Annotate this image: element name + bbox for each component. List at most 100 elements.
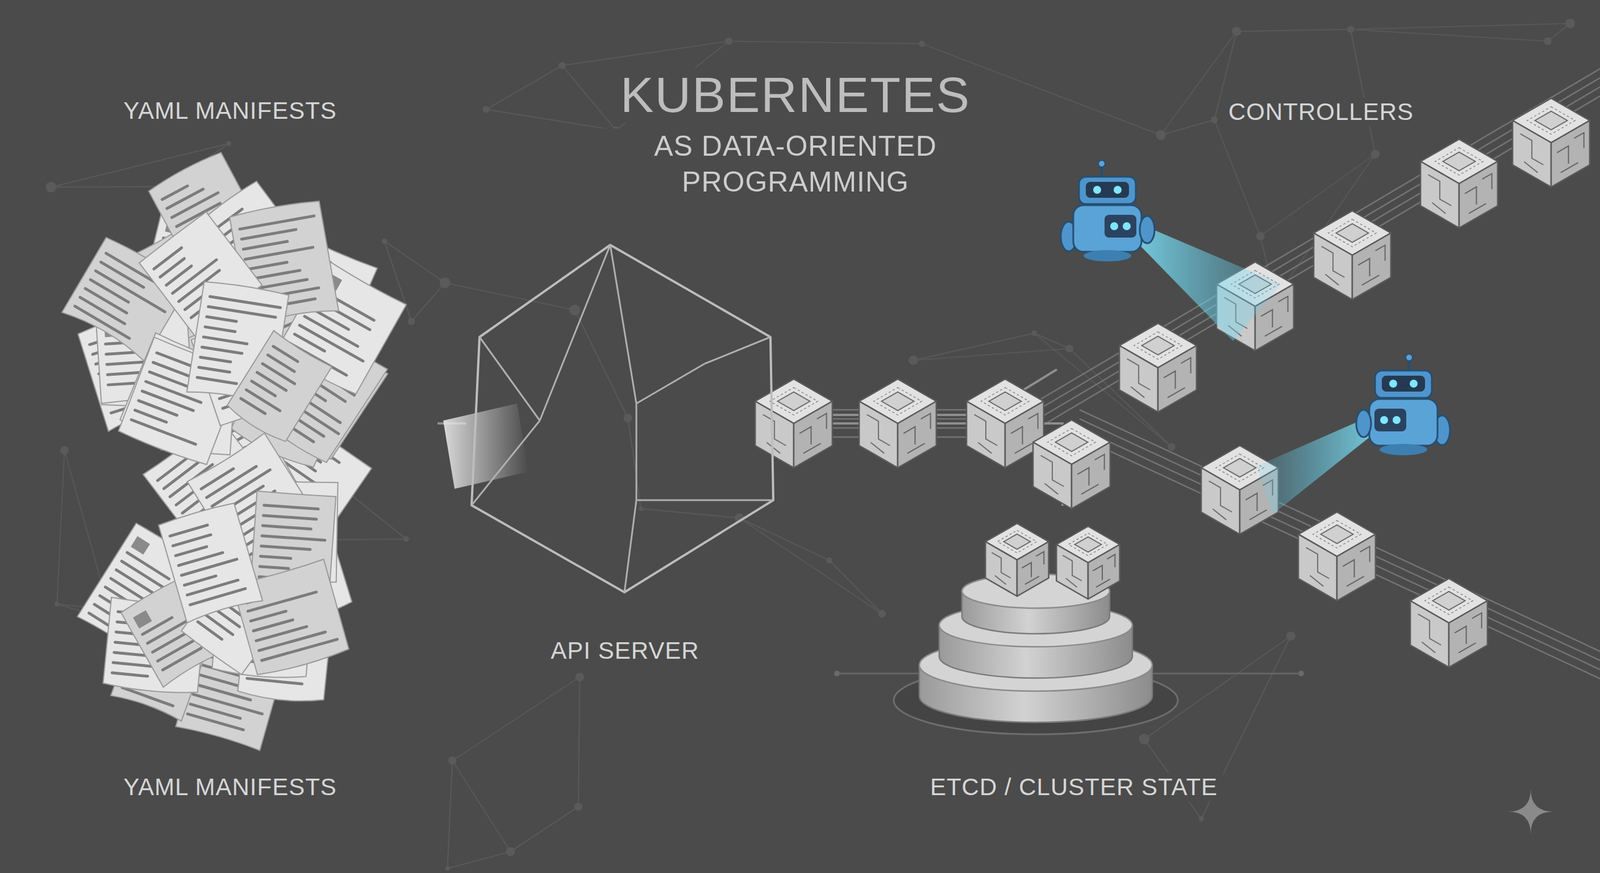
- robot-lens: [1380, 415, 1389, 424]
- sheet-line: [203, 336, 248, 344]
- robot-body: [1369, 398, 1438, 446]
- mesh-dot: [226, 140, 232, 147]
- cube-circuit: [1523, 161, 1538, 173]
- mesh-line: [1034, 332, 1070, 349]
- data-cube: [1512, 98, 1590, 187]
- mesh-line: [1034, 332, 1070, 349]
- cube-circuit: [803, 443, 822, 454]
- mesh-line: [384, 240, 445, 283]
- cube-circuit: [974, 414, 998, 446]
- mesh-line: [1236, 29, 1351, 32]
- mesh-dot: [1139, 733, 1150, 745]
- polyhedron-edge: [610, 244, 637, 404]
- etcd-stack: [919, 523, 1153, 723]
- mesh-dot: [439, 277, 451, 289]
- mesh-dot: [407, 317, 416, 325]
- cube-chip: [881, 392, 914, 411]
- cube-circuit: [1260, 309, 1273, 328]
- cube-circuit: [1181, 357, 1191, 373]
- cube-circuit: [1040, 455, 1065, 487]
- robot-arm: [1356, 409, 1372, 437]
- cube-chip-pins: [1068, 532, 1108, 556]
- sheet-line: [157, 640, 193, 661]
- mesh-dot: [45, 181, 57, 193]
- cube-chip: [1075, 536, 1102, 553]
- polyhedron-edge: [624, 500, 637, 593]
- mesh-line: [452, 760, 511, 852]
- cube-circuit: [1081, 484, 1099, 495]
- cube-circuit: [1167, 387, 1186, 398]
- mesh-line: [575, 309, 628, 418]
- sheet-line: [205, 326, 236, 332]
- cube-circuit: [1025, 576, 1040, 585]
- robot-visor: [1085, 181, 1129, 198]
- sheet-line: [201, 468, 234, 490]
- track-line: [1022, 86, 1600, 428]
- cube-circuit: [1325, 274, 1339, 286]
- sheet-line: [206, 316, 237, 322]
- mesh-line: [485, 65, 562, 110]
- subtitle-label: AS DATA-ORIENTED PROGRAMMING: [585, 128, 1006, 200]
- mesh-line: [384, 240, 445, 283]
- cube-chip: [777, 392, 810, 411]
- sheet-line: [101, 261, 144, 288]
- sheet-line: [190, 588, 246, 605]
- robot-eye: [1093, 185, 1102, 194]
- cube-circuit: [1468, 203, 1487, 214]
- sheet-line: [167, 189, 204, 209]
- cube-right: [793, 401, 833, 468]
- cube-chip: [1335, 223, 1369, 243]
- sheet-line: [209, 296, 281, 308]
- cube-left: [1313, 232, 1353, 300]
- cube-circuit: [991, 552, 1011, 578]
- mesh-line: [739, 517, 829, 560]
- mesh-dot: [381, 238, 388, 244]
- sheet-line: [262, 525, 311, 529]
- robot-antenna-tip: [1405, 353, 1413, 361]
- cube-left: [755, 401, 794, 468]
- cube-chip: [1320, 525, 1353, 544]
- cube-circuit: [1431, 202, 1446, 214]
- cube-right: [1017, 541, 1049, 597]
- cube-chip-pins: [981, 387, 1029, 415]
- cube-chip: [1223, 458, 1256, 478]
- sheet-line: [259, 566, 289, 569]
- cube-circuit: [1163, 371, 1175, 389]
- cube-circuit: [799, 426, 811, 445]
- sheet-line: [162, 647, 201, 670]
- data-cube: [1119, 323, 1197, 412]
- mesh-line: [447, 760, 453, 869]
- cube-circuit: [1520, 133, 1544, 165]
- cube-circuit: [1044, 483, 1058, 495]
- polyhedron-edge: [635, 403, 638, 500]
- sheet-line: [208, 306, 276, 318]
- mesh-line: [447, 851, 511, 869]
- cube-circuit: [1010, 426, 1023, 445]
- mesh-line: [1350, 29, 1375, 155]
- sheet-line: [142, 390, 194, 411]
- manifest-pile: [61, 150, 407, 750]
- cube-chip: [1442, 152, 1475, 172]
- cube-circuit: [1035, 551, 1044, 565]
- yaml-sheet: [225, 330, 332, 445]
- mesh-dot: [918, 40, 925, 47]
- mesh-line: [1350, 29, 1548, 42]
- node-label: CONTROLLERS: [1222, 97, 1420, 127]
- mesh-line: [575, 309, 628, 418]
- cube-circuit: [1421, 642, 1436, 653]
- sheet-line: [260, 556, 291, 559]
- cube-circuit: [1321, 246, 1345, 278]
- cube-chip: [1141, 336, 1174, 356]
- robot-arm: [1139, 215, 1155, 244]
- cube-chip-pins: [1134, 331, 1182, 360]
- track-line: [1022, 77, 1600, 419]
- cube-circuit: [1361, 275, 1380, 286]
- cube-circuit: [1309, 575, 1324, 587]
- cube-circuit: [1077, 467, 1089, 486]
- cube-right: [897, 401, 937, 468]
- mesh-line: [510, 806, 578, 852]
- cube-circuit: [817, 413, 827, 429]
- robot-base: [1379, 443, 1428, 456]
- robot-eye: [1113, 185, 1122, 194]
- cube-circuit: [1472, 612, 1482, 628]
